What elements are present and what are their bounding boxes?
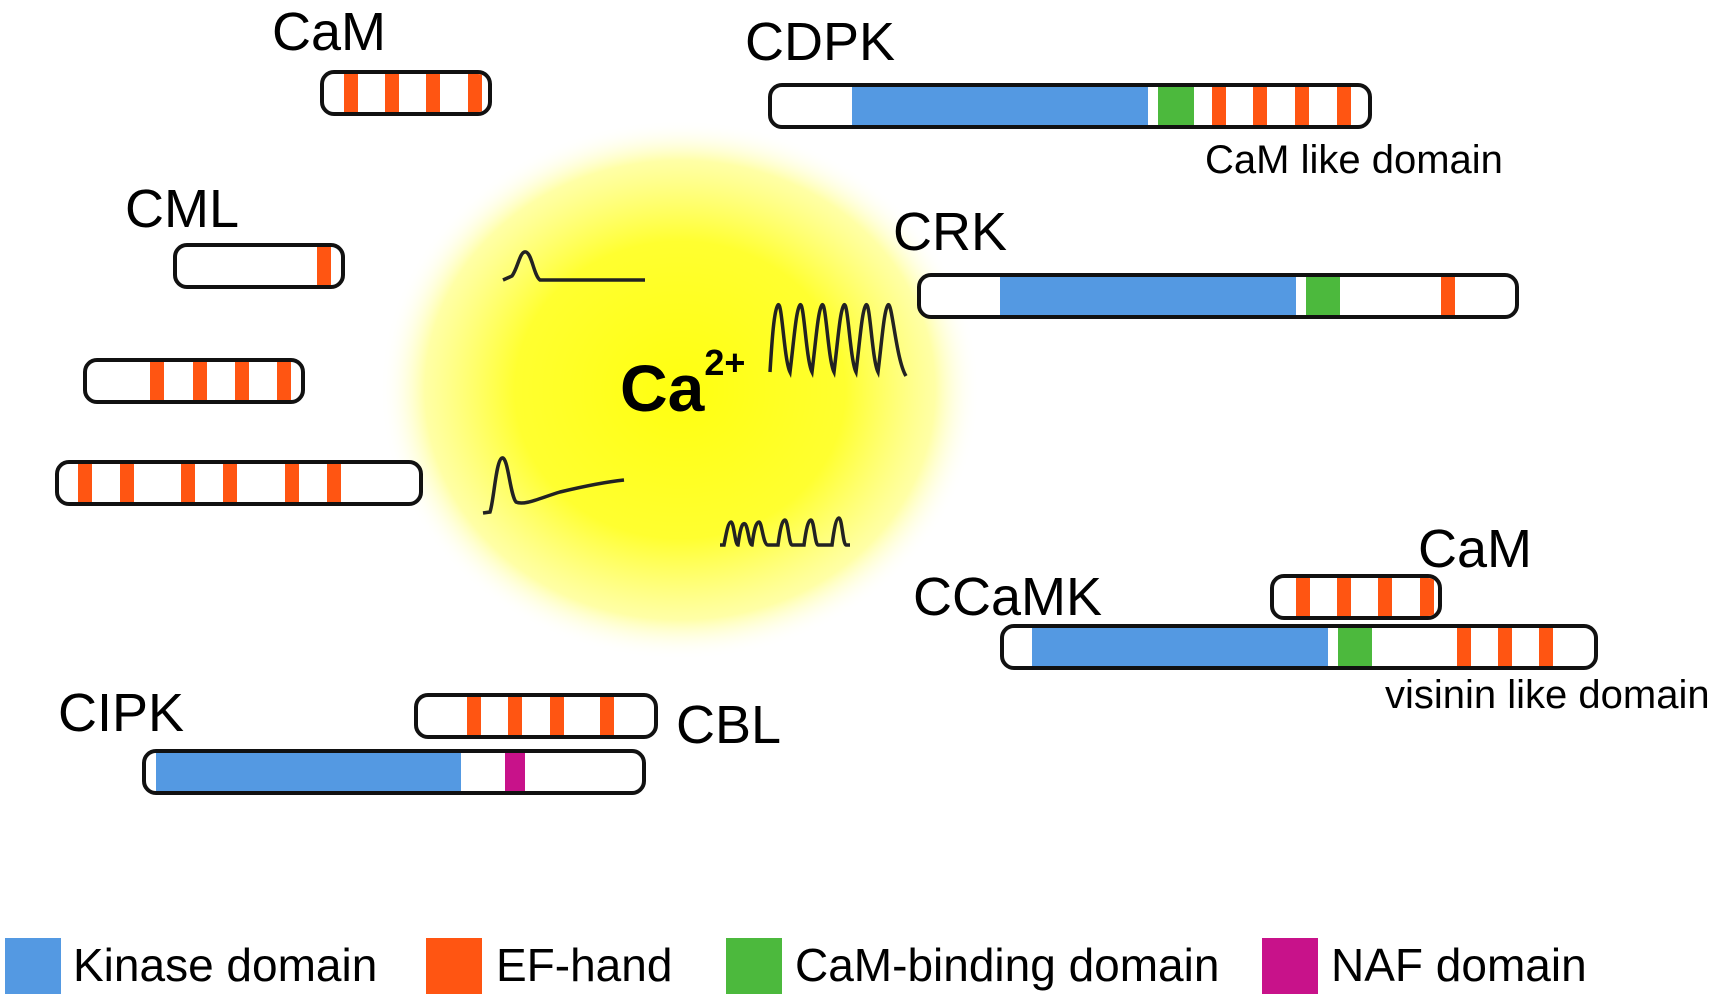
- cdpk-label: CDPK: [745, 12, 896, 72]
- ccamk-protein-bar: [1000, 624, 1598, 670]
- cml-label: CML: [125, 179, 240, 239]
- visinin-like-domain-note: visinin like domain: [1385, 673, 1710, 717]
- cml-protein-bar-short: [173, 243, 345, 289]
- ef-hand-segment: [344, 74, 358, 112]
- ef-hand-segment: [1295, 87, 1309, 125]
- ef-hand-segment: [1539, 628, 1553, 666]
- kinase-domain-segment: [1032, 628, 1328, 666]
- ef-hand-segment: [550, 697, 564, 735]
- naf-domain-segment: [505, 753, 525, 791]
- cipk-label: CIPK: [58, 683, 185, 743]
- calcium-oscillation-trace: [768, 303, 908, 378]
- cml-protein-bar-medium: [83, 358, 305, 404]
- cam-binding-segment: [1338, 628, 1372, 666]
- cam-label: CaM: [272, 2, 387, 62]
- ef-hand-segment: [181, 464, 195, 502]
- legend-ef-hand-label: EF-hand: [496, 939, 673, 991]
- cam-binding-segment: [1158, 87, 1194, 125]
- ef-hand-segment: [223, 464, 237, 502]
- legend-cam-binding-label: CaM-binding domain: [795, 939, 1220, 991]
- calcium-spike-trace: [502, 250, 645, 282]
- legend-kinase-swatch: [5, 938, 61, 994]
- cam-protein-bar: [320, 70, 492, 116]
- ef-hand-segment: [1420, 578, 1434, 616]
- ef-hand-segment: [600, 697, 614, 735]
- crk-label: CRK: [893, 202, 1008, 262]
- ef-hand-segment: [1337, 578, 1351, 616]
- ef-hand-segment: [1457, 628, 1471, 666]
- ef-hand-segment: [468, 74, 482, 112]
- ccamk-bound-cam-bar: [1270, 574, 1442, 620]
- cipk-protein-bar: [142, 749, 646, 795]
- calcium-transient-trace: [482, 456, 625, 515]
- ef-hand-segment: [285, 464, 299, 502]
- crk-protein-bar: [917, 273, 1519, 319]
- ccamk-bound-cam-label: CaM: [1418, 519, 1533, 579]
- cam-like-domain-note: CaM like domain: [1205, 138, 1503, 182]
- kinase-domain-segment: [156, 753, 461, 791]
- cbl-label: CBL: [676, 695, 782, 755]
- ef-hand-segment: [1253, 87, 1267, 125]
- ef-hand-segment: [78, 464, 92, 502]
- ccamk-label: CCaMK: [913, 567, 1103, 627]
- ef-hand-segment: [327, 464, 341, 502]
- cdpk-protein-bar: [768, 83, 1372, 129]
- ef-hand-segment: [277, 362, 291, 400]
- legend-ef-hand-swatch: [426, 938, 482, 994]
- ef-hand-segment: [1212, 87, 1226, 125]
- ef-hand-segment: [1296, 578, 1310, 616]
- ef-hand-segment: [193, 362, 207, 400]
- kinase-domain-segment: [1000, 277, 1296, 315]
- ef-hand-segment: [1498, 628, 1512, 666]
- kinase-domain-segment: [852, 87, 1148, 125]
- cam-binding-segment: [1306, 277, 1340, 315]
- cml-protein-bar-long: [55, 460, 423, 506]
- legend-naf-label: NAF domain: [1331, 939, 1587, 991]
- legend-naf-swatch: [1262, 938, 1318, 994]
- ef-hand-segment: [426, 74, 440, 112]
- ef-hand-segment: [1441, 277, 1455, 315]
- ef-hand-segment: [1378, 578, 1392, 616]
- legend-kinase-label: Kinase domain: [73, 939, 378, 991]
- calcium-small-spikes-trace: [720, 516, 850, 547]
- ef-hand-segment: [235, 362, 249, 400]
- ef-hand-segment: [385, 74, 399, 112]
- ef-hand-segment: [467, 697, 481, 735]
- cbl-protein-bar: [414, 693, 658, 739]
- ef-hand-segment: [120, 464, 134, 502]
- ef-hand-segment: [317, 247, 331, 285]
- ef-hand-segment: [1337, 87, 1351, 125]
- ef-hand-segment: [150, 362, 164, 400]
- calcium-ion-label: Ca2+: [620, 342, 746, 425]
- legend-cam-binding-swatch: [726, 938, 782, 994]
- ef-hand-segment: [508, 697, 522, 735]
